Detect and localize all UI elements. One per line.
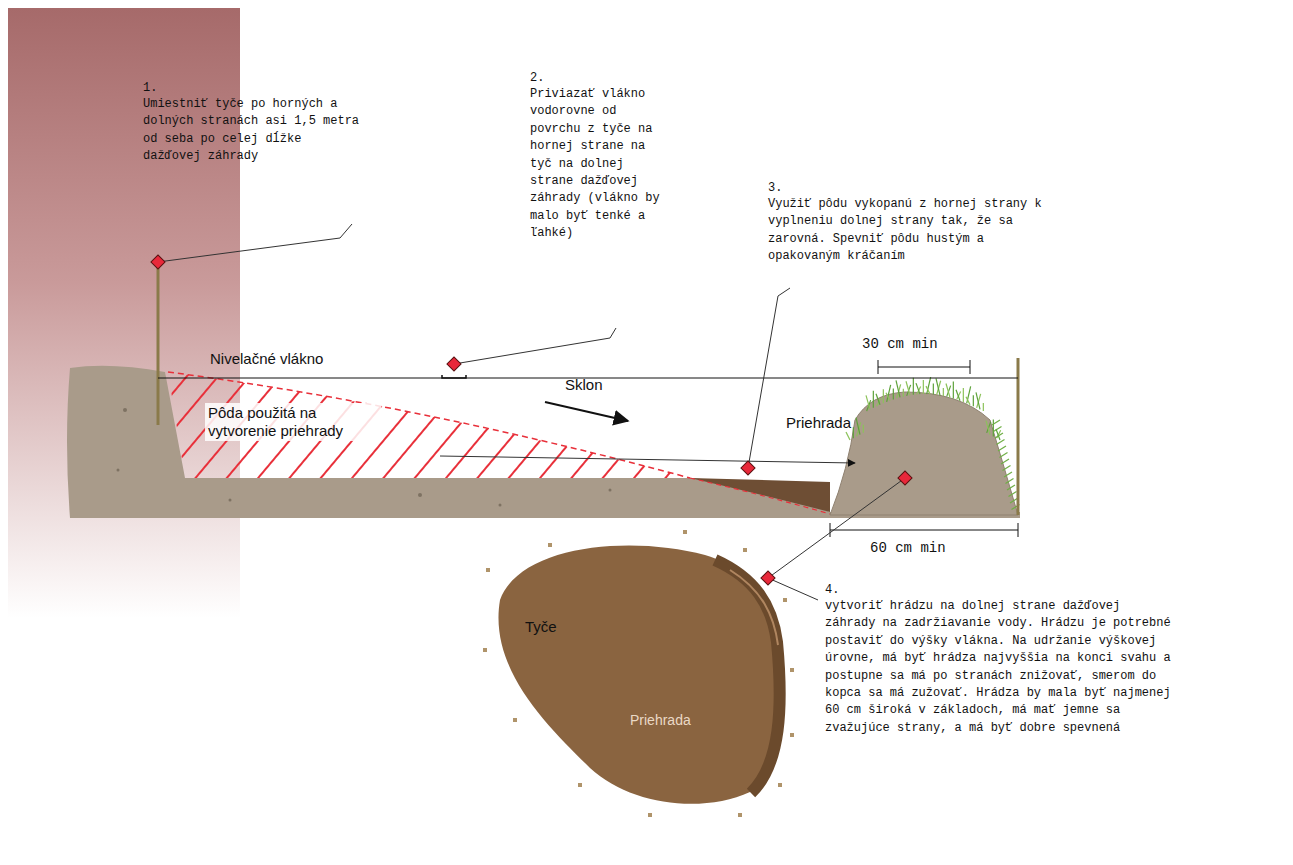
grass-blade [926, 386, 930, 394]
slope-arrow [545, 402, 628, 421]
berm-outline [480, 530, 810, 820]
grass-blade [927, 377, 931, 394]
grass-blade [846, 432, 850, 440]
stake-mark [548, 543, 552, 547]
grass-blade [1000, 453, 1008, 458]
grass-blade [903, 389, 904, 397]
grass-blade [994, 427, 1002, 432]
callout-marker [898, 471, 912, 485]
grass-blade [973, 395, 974, 406]
instruction-note: Umiestniť tyče po horných a dolných stra… [143, 96, 361, 166]
instruction-note: Priviazať vlákno vodorovne od povrchu z … [530, 86, 662, 243]
grass-blade [998, 446, 1006, 451]
grass-blade [1004, 472, 1012, 477]
berm-plan-view: Priehrada [480, 530, 810, 820]
part-label: Tyče [525, 618, 557, 636]
grass-blade [856, 418, 860, 435]
grass-blade [997, 440, 1005, 445]
callout-number: 4. [825, 582, 839, 599]
berm-label: Priehrada [630, 712, 691, 728]
stake-mark [578, 783, 582, 787]
transfer-arrow [440, 456, 855, 463]
grass-blade [946, 383, 950, 397]
stake-mark [778, 783, 782, 787]
stake-mark [648, 813, 652, 817]
stake-mark [790, 668, 794, 672]
grass-blade [1001, 459, 1009, 464]
grass-blade [1006, 479, 1014, 484]
part-label: Nivelačné vlákno [210, 350, 323, 368]
instruction-note: Využiť pôdu vykopanú z hornej strany k v… [768, 196, 1060, 266]
grass-blade [1003, 466, 1011, 471]
callout-number: 1. [143, 80, 157, 97]
grass-blade [966, 397, 970, 405]
grass-blade [933, 383, 934, 394]
grass-blade [893, 389, 894, 400]
trench-line [690, 478, 830, 514]
stake [157, 262, 160, 425]
grass-blade [887, 385, 891, 402]
callout-number: 2. [530, 70, 544, 87]
callout-number: 3. [768, 180, 782, 197]
basin-shape [498, 545, 778, 803]
grass-blade [995, 433, 1003, 438]
grass-blade [863, 425, 864, 433]
dimension: 30 cm min [862, 334, 938, 354]
grass-blade [916, 383, 920, 394]
part-label: Sklon [565, 376, 603, 394]
stake-mark [790, 733, 794, 737]
part-label: Priehrada [786, 414, 851, 432]
grass-blade [883, 389, 884, 403]
grass-blade [896, 380, 900, 397]
berm-highlight [730, 570, 778, 645]
grass-blade [953, 381, 954, 398]
grass-blade [866, 395, 870, 409]
stake-mark [513, 718, 517, 722]
grass-blade [873, 391, 874, 408]
grass-blade [976, 392, 980, 409]
grass [846, 377, 1020, 509]
stake-mark [738, 813, 742, 817]
original-surface [168, 372, 690, 478]
grass-blade [986, 421, 990, 435]
grass-blade [936, 378, 940, 395]
grass-blade [1007, 485, 1015, 490]
ground [67, 366, 1020, 518]
grass-blade [876, 394, 880, 405]
callout-marker [151, 255, 165, 269]
instruction-note: vytvoriť hrádzu na dolnej strane dažďove… [825, 598, 1173, 737]
callout-marker [447, 357, 461, 371]
string-knot [442, 375, 466, 378]
grass-blade [956, 390, 960, 401]
grass-blade [993, 419, 994, 436]
stake-mark [743, 548, 747, 552]
grass-blade [963, 388, 964, 402]
excavated-soil-hatch [168, 372, 690, 478]
leader-lines [158, 224, 905, 600]
stake-mark [483, 648, 487, 652]
grass-blade [983, 403, 984, 411]
grass-blade [886, 393, 890, 401]
grass-blade [923, 380, 924, 394]
grass-blade [1009, 492, 1017, 497]
stake-mark [683, 530, 687, 534]
grass-blade [943, 388, 944, 396]
stake-mark [783, 598, 787, 602]
dimension-30 [878, 360, 970, 374]
grass-blade [996, 429, 1000, 440]
stake [1017, 358, 1020, 515]
dimension: 60 cm min [870, 538, 946, 558]
grass-blade [853, 427, 854, 438]
part-label: Pôda použitá na vytvorenie priehrady [205, 403, 381, 441]
stake-mark [486, 568, 490, 572]
grass-blade [992, 420, 1000, 425]
grass-blade [906, 381, 910, 395]
callout-marker [741, 461, 755, 475]
berm-rim [715, 560, 780, 793]
dimension-60 [830, 523, 1018, 537]
grass-blade [913, 378, 914, 395]
berm [830, 392, 1018, 515]
callout-marker [761, 571, 775, 585]
